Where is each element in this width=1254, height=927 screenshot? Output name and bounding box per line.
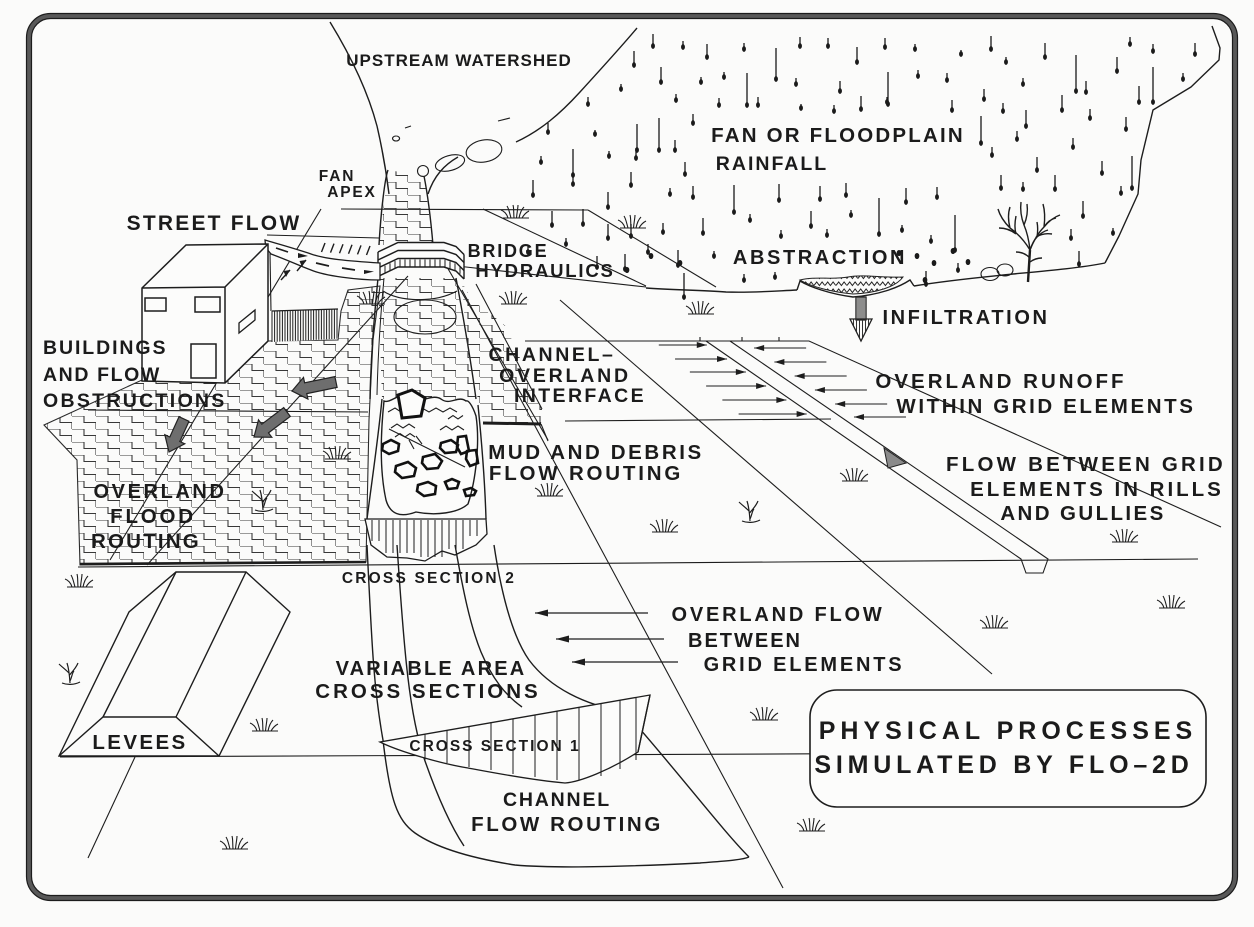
svg-text:ROUTING: ROUTING — [91, 530, 201, 553]
svg-text:AND FLOW: AND FLOW — [43, 364, 161, 386]
svg-text:OVERLAND RUNOFF: OVERLAND RUNOFF — [875, 370, 1126, 393]
svg-text:INFILTRATION: INFILTRATION — [882, 307, 1049, 329]
svg-text:GRID ELEMENTS: GRID ELEMENTS — [704, 654, 905, 676]
svg-text:FLOOD: FLOOD — [110, 505, 196, 528]
svg-text:CHANNEL: CHANNEL — [503, 789, 611, 811]
svg-text:BRIDGE: BRIDGE — [468, 241, 549, 261]
svg-text:OVERLAND: OVERLAND — [93, 481, 226, 503]
svg-text:STREET FLOW: STREET FLOW — [127, 212, 302, 235]
svg-text:APEX: APEX — [327, 184, 376, 201]
svg-text:FLOW ROUTING: FLOW ROUTING — [471, 813, 663, 836]
svg-text:BETWEEN: BETWEEN — [688, 630, 802, 652]
svg-text:OBSTRUCTIONS: OBSTRUCTIONS — [43, 390, 227, 412]
svg-text:ABSTRACTION: ABSTRACTION — [733, 247, 907, 269]
svg-text:ELEMENTS IN RILLS: ELEMENTS IN RILLS — [970, 478, 1224, 501]
svg-text:CROSS SECTION 2: CROSS SECTION 2 — [342, 570, 516, 587]
svg-text:LEVEES: LEVEES — [92, 731, 187, 754]
svg-text:FAN: FAN — [319, 168, 355, 185]
svg-text:OVERLAND FLOW: OVERLAND FLOW — [671, 604, 884, 626]
svg-text:BUILDINGS: BUILDINGS — [43, 337, 167, 359]
svg-text:INTERFACE: INTERFACE — [514, 385, 646, 407]
svg-text:CHANNEL–: CHANNEL– — [489, 344, 616, 366]
svg-text:UPSTREAM WATERSHED: UPSTREAM WATERSHED — [346, 51, 571, 70]
svg-text:CROSS SECTIONS: CROSS SECTIONS — [315, 680, 540, 703]
svg-text:SIMULATED BY FLO–2D: SIMULATED BY FLO–2D — [814, 751, 1193, 779]
svg-text:FAN OR FLOODPLAIN: FAN OR FLOODPLAIN — [711, 124, 965, 147]
svg-text:MUD AND DEBRIS: MUD AND DEBRIS — [488, 441, 704, 464]
svg-text:HYDRAULICS: HYDRAULICS — [475, 260, 614, 281]
svg-text:FLOW BETWEEN GRID: FLOW BETWEEN GRID — [946, 453, 1226, 476]
svg-text:VARIABLE AREA: VARIABLE AREA — [336, 658, 527, 680]
svg-text:AND GULLIES: AND GULLIES — [1000, 502, 1165, 525]
svg-text:PHYSICAL PROCESSES: PHYSICAL PROCESSES — [819, 717, 1198, 745]
svg-text:RAINFALL: RAINFALL — [716, 153, 828, 175]
svg-text:FLOW ROUTING: FLOW ROUTING — [489, 462, 683, 485]
svg-text:CROSS SECTION 1: CROSS SECTION 1 — [409, 738, 580, 755]
svg-text:WITHIN GRID ELEMENTS: WITHIN GRID ELEMENTS — [896, 395, 1195, 418]
svg-text:OVERLAND: OVERLAND — [499, 365, 631, 387]
